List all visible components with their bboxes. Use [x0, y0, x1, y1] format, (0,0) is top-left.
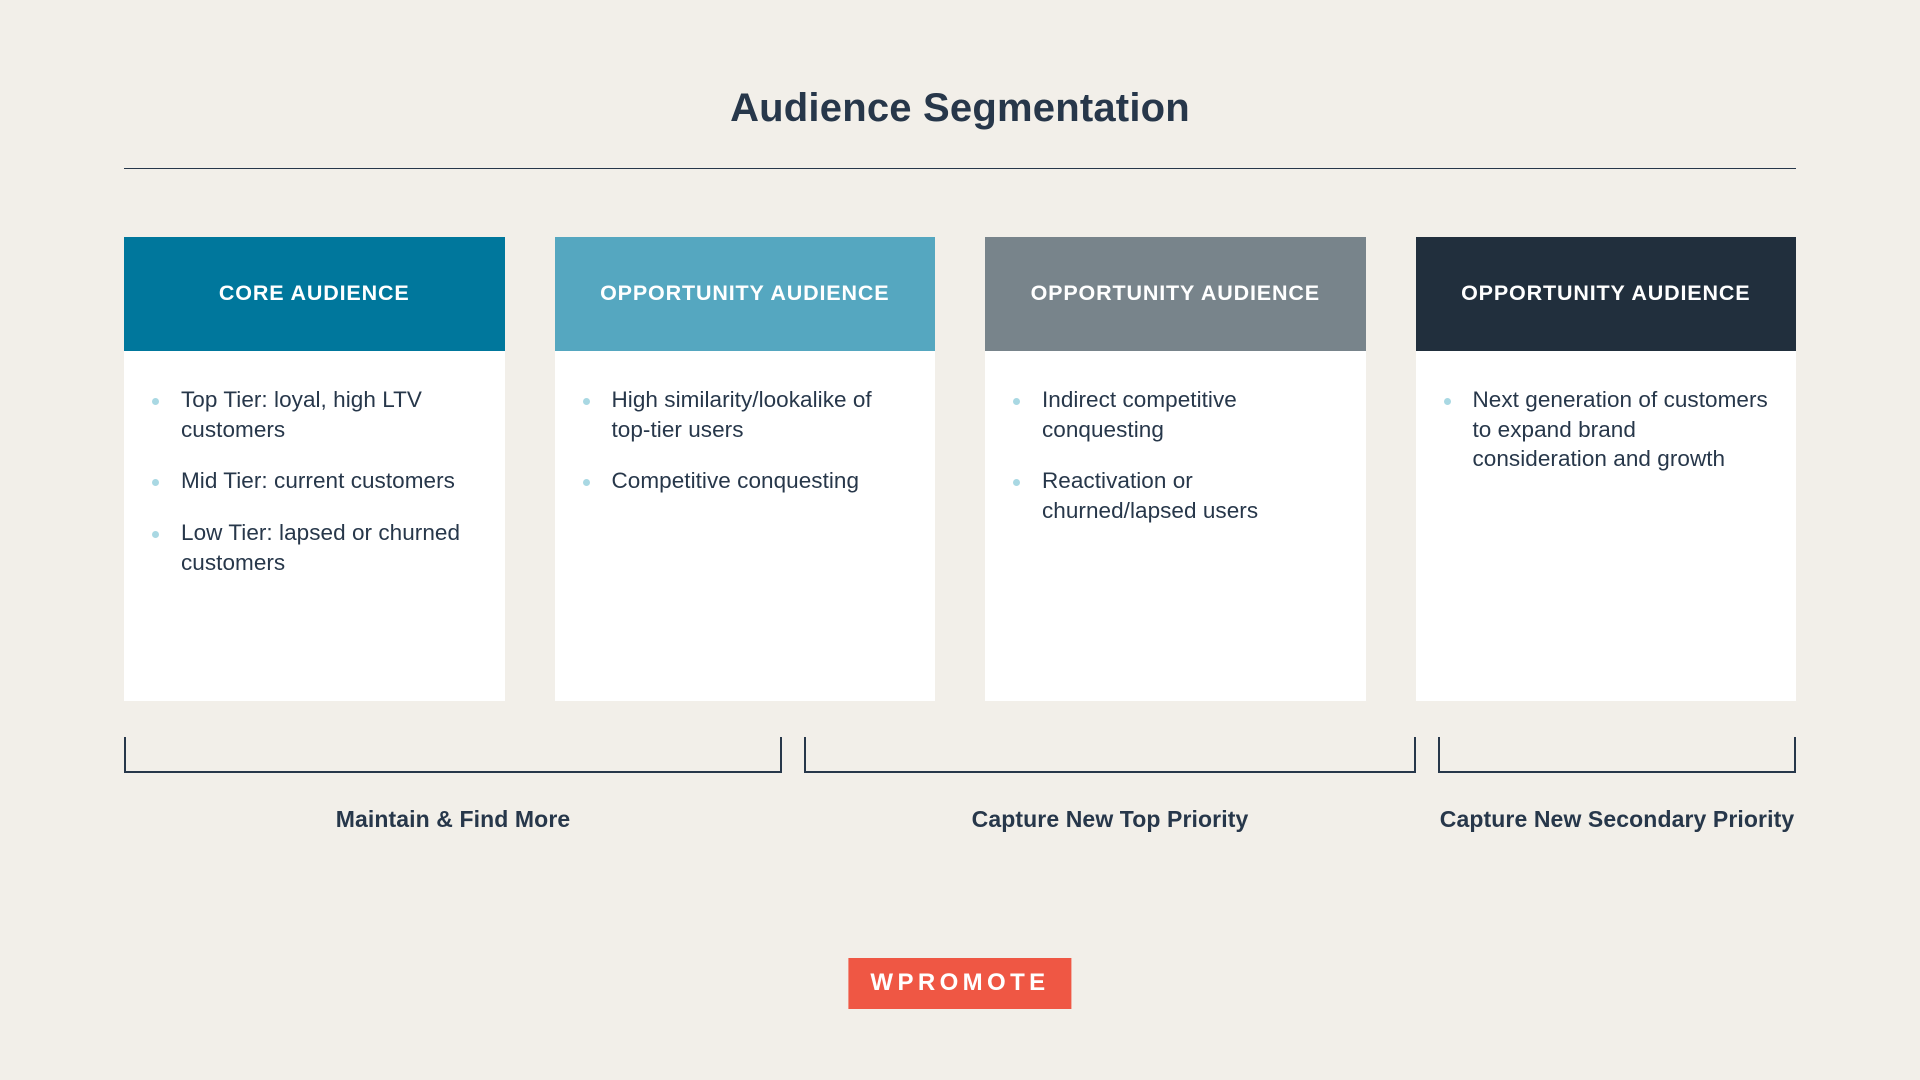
audience-card[interactable]: CORE AUDIENCE Top Tier: loyal, high LTV … [124, 237, 505, 701]
page-title: Audience Segmentation [730, 86, 1190, 130]
bullet-dot-icon [152, 479, 159, 487]
logo-text: WPROMOTE [870, 969, 1050, 996]
group-caption: Maintain & Find More [335, 806, 571, 832]
bullet-text: Competitive conquesting [611, 468, 860, 494]
group-caption-row: Maintain & Find More Capture New Top Pri… [124, 805, 1796, 901]
card-body: High similarity/lookalike of top-tier us… [554, 351, 935, 701]
bullet-text: Mid Tier: current customers [181, 468, 455, 494]
bullet-list: Next generation of customers to expand b… [1443, 385, 1769, 474]
bullet-text: Next generation of customers to expand b… [1472, 387, 1768, 472]
audience-card[interactable]: OPPORTUNITY AUDIENCE Next generation of … [1415, 237, 1796, 701]
bullet-list: Indirect competitive conquesting Reactiv… [1013, 385, 1338, 526]
audience-card[interactable]: OPPORTUNITY AUDIENCE High similarity/loo… [554, 237, 935, 701]
card-header: CORE AUDIENCE [124, 237, 505, 351]
list-item: Competitive conquesting [582, 466, 908, 496]
group-bracket-row [124, 737, 1796, 779]
wpromote-logo: WPROMOTE [848, 958, 1072, 1009]
bullet-text: Indirect competitive conquesting [1042, 387, 1237, 442]
bullet-text: Top Tier: loyal, high LTV customers [181, 387, 422, 442]
bullet-dot-icon [582, 479, 590, 487]
group-bracket [124, 737, 782, 773]
bullet-dot-icon [1443, 398, 1451, 405]
card-body: Indirect competitive conquesting Reactiv… [985, 351, 1366, 701]
card-body: Next generation of customers to expand b… [1415, 351, 1796, 701]
group-caption: Capture New Secondary Priority [1439, 806, 1795, 832]
bullet-dot-icon [152, 398, 159, 405]
audience-card-grid: CORE AUDIENCE Top Tier: loyal, high LTV … [124, 237, 1796, 701]
card-header: OPPORTUNITY AUDIENCE [1415, 237, 1796, 351]
bullet-text: Low Tier: lapsed or churned customers [181, 520, 461, 575]
card-header: OPPORTUNITY AUDIENCE [985, 237, 1366, 351]
bullet-dot-icon [1013, 479, 1020, 487]
list-item: Mid Tier: current customers [152, 466, 477, 496]
list-item: High similarity/lookalike of top-tier us… [582, 385, 908, 444]
list-item: Indirect competitive conquesting [1013, 385, 1338, 444]
bullet-dot-icon [152, 531, 159, 539]
card-header-label: OPPORTUNITY AUDIENCE [1030, 281, 1320, 306]
group-bracket [1438, 737, 1796, 773]
bullet-dot-icon [1013, 398, 1020, 405]
list-item: Low Tier: lapsed or churned customers [152, 518, 477, 577]
list-item: Top Tier: loyal, high LTV customers [152, 385, 477, 444]
group-bracket [804, 737, 1416, 773]
bullet-text: High similarity/lookalike of top-tier us… [611, 387, 872, 442]
card-header-label: OPPORTUNITY AUDIENCE [600, 281, 890, 306]
group-caption: Capture New Top Priority [971, 806, 1249, 832]
title-divider [124, 168, 1796, 169]
list-item: Reactivation or churned/lapsed users [1013, 466, 1338, 525]
list-item: Next generation of customers to expand b… [1443, 385, 1769, 474]
audience-card[interactable]: OPPORTUNITY AUDIENCE Indirect competitiv… [985, 237, 1366, 701]
card-header-label: OPPORTUNITY AUDIENCE [1461, 281, 1751, 306]
card-header: OPPORTUNITY AUDIENCE [554, 237, 935, 351]
bullet-list: High similarity/lookalike of top-tier us… [582, 385, 908, 496]
bullet-dot-icon [582, 398, 590, 405]
bullet-list: Top Tier: loyal, high LTV customers Mid … [152, 385, 477, 577]
bullet-text: Reactivation or churned/lapsed users [1042, 468, 1259, 524]
card-header-label: CORE AUDIENCE [218, 281, 410, 306]
card-body: Top Tier: loyal, high LTV customers Mid … [124, 351, 505, 701]
